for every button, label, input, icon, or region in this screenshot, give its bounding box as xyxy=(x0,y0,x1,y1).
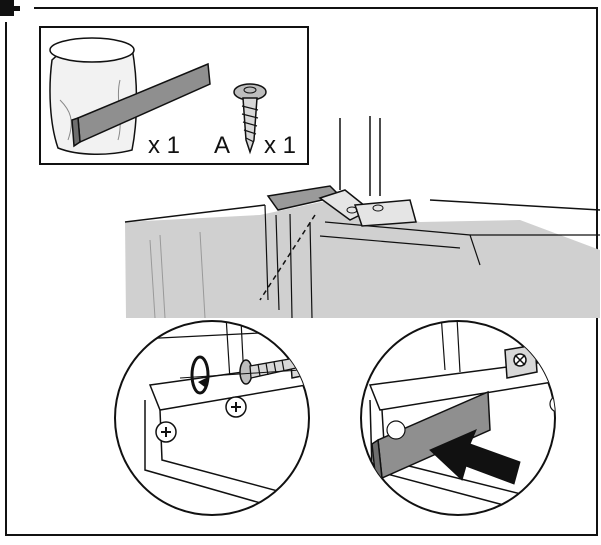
parts-bag-icon xyxy=(49,37,138,156)
screw-letter-label: A xyxy=(214,132,231,159)
step-number-marker xyxy=(0,0,20,16)
screw-a-icon xyxy=(233,83,267,155)
screw-quantity-label: x 1 xyxy=(264,132,297,159)
cabinet-scene xyxy=(124,116,601,319)
detail-circle-screw xyxy=(114,320,310,516)
page-frame xyxy=(5,7,598,536)
detail-circle-cover xyxy=(360,320,556,516)
cover-strip-icon xyxy=(71,62,211,148)
push-arrow-icon xyxy=(429,429,521,485)
bracket-quantity-label: x 1 xyxy=(148,132,181,159)
